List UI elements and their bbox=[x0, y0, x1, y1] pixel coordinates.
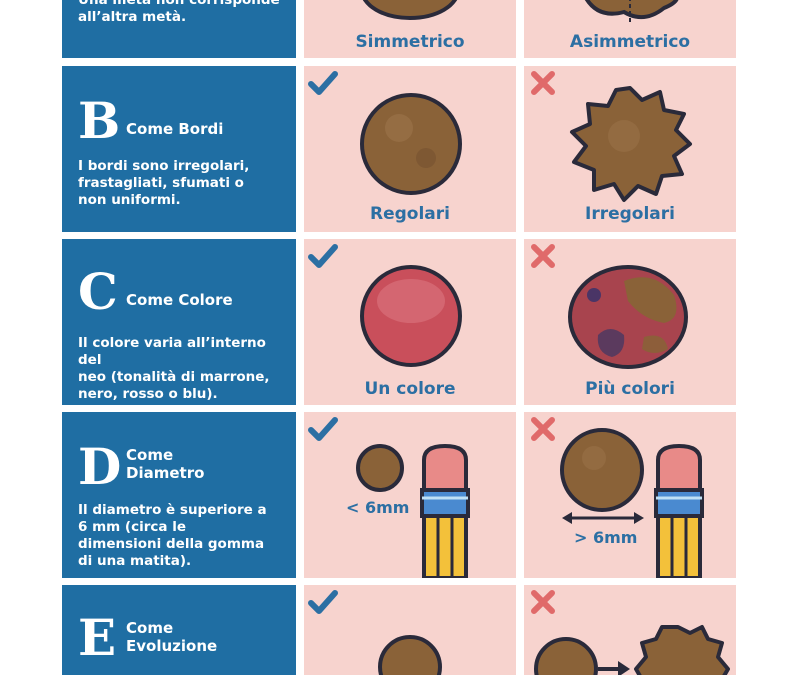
row-b-bad-cell: Irregolari bbox=[524, 66, 736, 232]
checkmark-icon bbox=[308, 71, 338, 95]
evolving-mole-illustration bbox=[534, 625, 730, 675]
row-e-panel: E Come Evoluzione bbox=[62, 585, 296, 675]
cross-icon bbox=[531, 71, 555, 95]
cross-icon bbox=[531, 590, 555, 614]
regular-border-mole-illustration bbox=[360, 93, 462, 195]
row-d-desc-line2: 6 mm (circa le bbox=[78, 519, 186, 535]
row-c-good-caption: Un colore bbox=[364, 379, 456, 399]
row-a-panel: Una metà non corrisponde all’altra metà. bbox=[62, 0, 296, 58]
row-c-description: Il colore varia all’interno del neo (ton… bbox=[78, 335, 290, 403]
row-b-panel: B Come Bordi I bordi sono irregolari, fr… bbox=[62, 66, 296, 232]
row-d-good-cell: < 6mm bbox=[304, 412, 516, 578]
row-b: B Come Bordi I bordi sono irregolari, fr… bbox=[62, 66, 738, 232]
row-c-bad-caption: Più colori bbox=[585, 379, 675, 399]
row-d-desc-line4: di una matita). bbox=[78, 553, 192, 569]
row-d-title-line2: Diametro bbox=[126, 464, 205, 482]
row-b-title: Come Bordi bbox=[126, 120, 224, 138]
row-b-good-cell: Regolari bbox=[304, 66, 516, 232]
small-mole-with-pencil-illustration bbox=[356, 443, 470, 578]
row-c-title: Come Colore bbox=[126, 291, 233, 309]
row-d-desc-line1: Il diametro è superiore a bbox=[78, 502, 267, 518]
row-e-good-cell bbox=[304, 585, 516, 675]
row-e-title-line1: Come bbox=[126, 619, 174, 637]
row-e-bad-cell bbox=[524, 585, 736, 675]
stable-mole-illustration bbox=[378, 635, 442, 675]
row-b-bad-caption: Irregolari bbox=[585, 204, 675, 224]
row-e: E Come Evoluzione bbox=[62, 585, 738, 675]
row-e-title-line2: Evoluzione bbox=[126, 637, 218, 655]
cross-icon bbox=[531, 417, 555, 441]
row-d-bad-label: > 6mm bbox=[574, 528, 638, 547]
row-a: Una metà non corrisponde all’altra metà.… bbox=[62, 0, 738, 58]
row-e-title: Come Evoluzione bbox=[126, 619, 217, 655]
row-d-description: Il diametro è superiore a 6 mm (circa le… bbox=[78, 502, 290, 570]
irregular-border-mole-illustration bbox=[570, 86, 692, 202]
row-d-title: Come Diametro bbox=[126, 446, 204, 482]
row-c-panel: C Come Colore Il colore varia all’intern… bbox=[62, 239, 296, 405]
checkmark-icon bbox=[308, 244, 338, 268]
checkmark-icon bbox=[308, 590, 338, 614]
row-b-description: I bordi sono irregolari, frastagliati, s… bbox=[78, 158, 290, 209]
row-c-bad-cell: Più colori bbox=[524, 239, 736, 405]
row-b-desc-line3: non uniformi. bbox=[78, 192, 181, 208]
row-d-letter: D bbox=[78, 437, 122, 496]
row-a-desc-line1: Una metà non corrisponde bbox=[78, 0, 280, 8]
symmetric-mole-illustration bbox=[362, 0, 458, 20]
row-a-bad-cell: Asimmetrico bbox=[524, 0, 736, 58]
row-c-good-cell: Un colore bbox=[304, 239, 516, 405]
row-b-good-caption: Regolari bbox=[370, 204, 450, 224]
asymmetric-mole-illustration bbox=[584, 0, 679, 24]
row-c-desc-line1: Il colore varia all’interno del bbox=[78, 335, 266, 368]
row-b-desc-line1: I bordi sono irregolari, bbox=[78, 158, 250, 174]
row-a-desc-line2: all’altra metà. bbox=[78, 9, 187, 25]
row-a-good-cell: Simmetrico bbox=[304, 0, 516, 58]
row-a-bad-caption: Asimmetrico bbox=[569, 32, 691, 52]
row-b-desc-line2: frastagliati, sfumati o bbox=[78, 175, 244, 191]
row-c-letter: C bbox=[78, 262, 118, 321]
row-c-desc-line3: nero, rosso o blu). bbox=[78, 386, 218, 402]
row-a-description: Una metà non corrisponde all’altra metà. bbox=[78, 0, 290, 26]
row-e-letter: E bbox=[78, 608, 117, 667]
cross-icon bbox=[531, 244, 555, 268]
row-d-bad-cell: > 6mm bbox=[524, 412, 736, 578]
row-d-good-label: < 6mm bbox=[346, 498, 410, 517]
checkmark-icon bbox=[308, 417, 338, 441]
row-b-letter: B bbox=[78, 91, 121, 150]
row-d-title-line1: Come bbox=[126, 446, 174, 464]
multi-color-mole-illustration bbox=[568, 265, 688, 369]
row-c-desc-line2: neo (tonalità di marrone, bbox=[78, 369, 270, 385]
large-mole-with-pencil-illustration bbox=[560, 428, 704, 578]
row-d-desc-line3: dimensioni della gomma bbox=[78, 536, 265, 552]
one-color-mole-illustration bbox=[360, 265, 462, 367]
row-d: D Come Diametro Il diametro è superiore … bbox=[62, 412, 738, 578]
row-a-good-caption: Simmetrico bbox=[355, 32, 465, 52]
row-d-panel: D Come Diametro Il diametro è superiore … bbox=[62, 412, 296, 578]
row-c: C Come Colore Il colore varia all’intern… bbox=[62, 239, 738, 405]
